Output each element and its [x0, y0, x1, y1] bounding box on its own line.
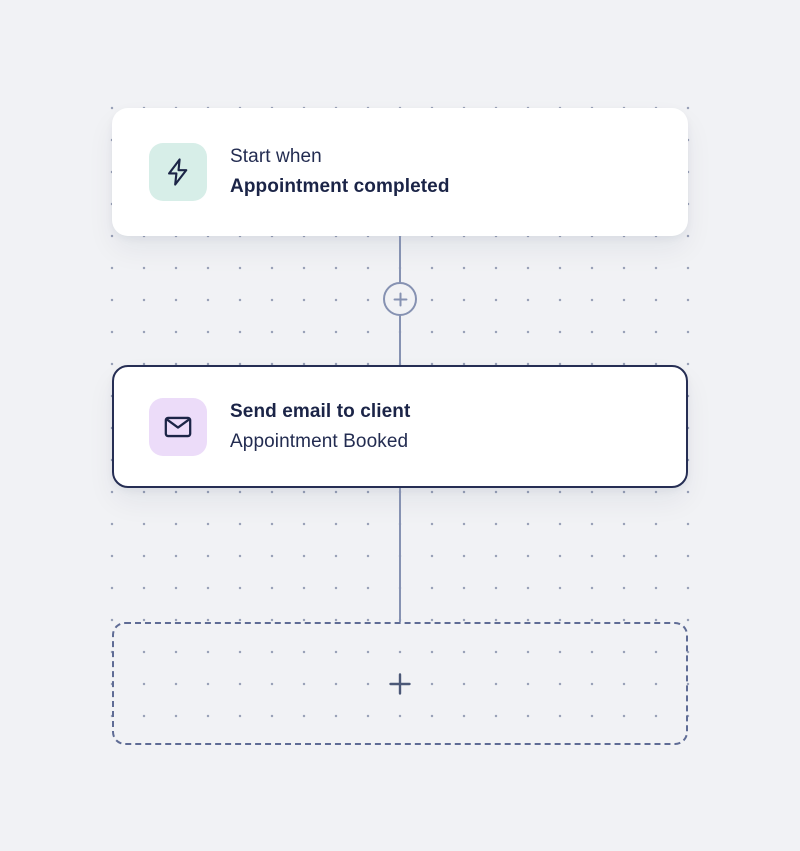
- add-step-dropzone[interactable]: [112, 622, 688, 745]
- plus-circle-icon: [392, 291, 409, 308]
- action-card-subtitle: Appointment Booked: [230, 430, 409, 452]
- action-card[interactable]: Send email to client Appointment Booked: [112, 365, 688, 488]
- action-card-title: Send email to client: [230, 400, 411, 422]
- action-card-text: Send email to client Appointment Booked: [230, 397, 410, 457]
- trigger-card-title: Appointment completed: [230, 176, 450, 197]
- insert-step-button[interactable]: [383, 282, 417, 316]
- plus-icon: [388, 672, 412, 696]
- lightning-bolt-icon: [149, 143, 207, 201]
- connector-line-bottom: [399, 488, 401, 622]
- workflow-canvas: Start when Appointment completed Send em…: [110, 106, 692, 748]
- trigger-card-label: Start when: [230, 146, 322, 167]
- envelope-icon: [149, 397, 207, 456]
- trigger-card[interactable]: Start when Appointment completed: [112, 108, 688, 236]
- trigger-card-text: Start when Appointment completed: [230, 142, 450, 202]
